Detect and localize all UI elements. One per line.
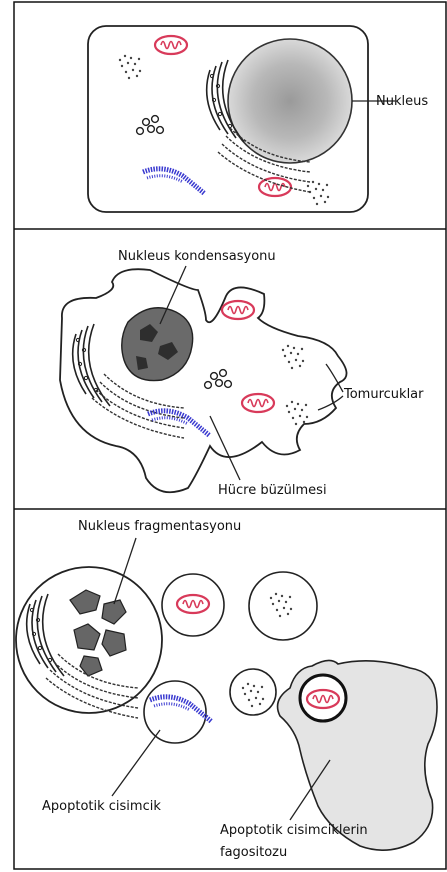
nucleus — [228, 39, 352, 163]
panel-fragmentation: Nukleus fragmentasyonu Apoptotik cisimci… — [16, 519, 437, 860]
apoptotic-body-small — [230, 669, 276, 715]
panel-shrinking-cell: Nukleus kondensasyonu Tomurcuklar Hücre … — [60, 249, 424, 498]
mitochondrion — [242, 394, 274, 412]
panel-normal-cell: Nukleus — [88, 26, 428, 212]
mitochondrion — [222, 301, 254, 319]
apoptotic-body-pointer — [112, 730, 160, 796]
mitochondrion — [177, 595, 209, 613]
shrunken-cell-membrane — [60, 269, 347, 492]
mitochondrion — [155, 36, 187, 54]
nucleus-label: Nukleus — [376, 94, 428, 109]
phagocytosis-label-line2: fagositozu — [220, 845, 287, 860]
apoptotic-body-label: Apoptotik cisimcik — [42, 799, 161, 814]
phagocytosis-label-line1: Apoptotik cisimciklerin — [220, 823, 368, 838]
budding-label: Tomurcuklar — [343, 387, 424, 402]
shrinkage-label: Hücre büzülmesi — [218, 483, 327, 498]
condensation-label: Nukleus kondensasyonu — [118, 249, 276, 264]
apoptotic-body-dots — [249, 572, 317, 640]
fragmentation-label: Nukleus fragmentasyonu — [78, 519, 241, 534]
mitochondrion — [307, 690, 339, 708]
